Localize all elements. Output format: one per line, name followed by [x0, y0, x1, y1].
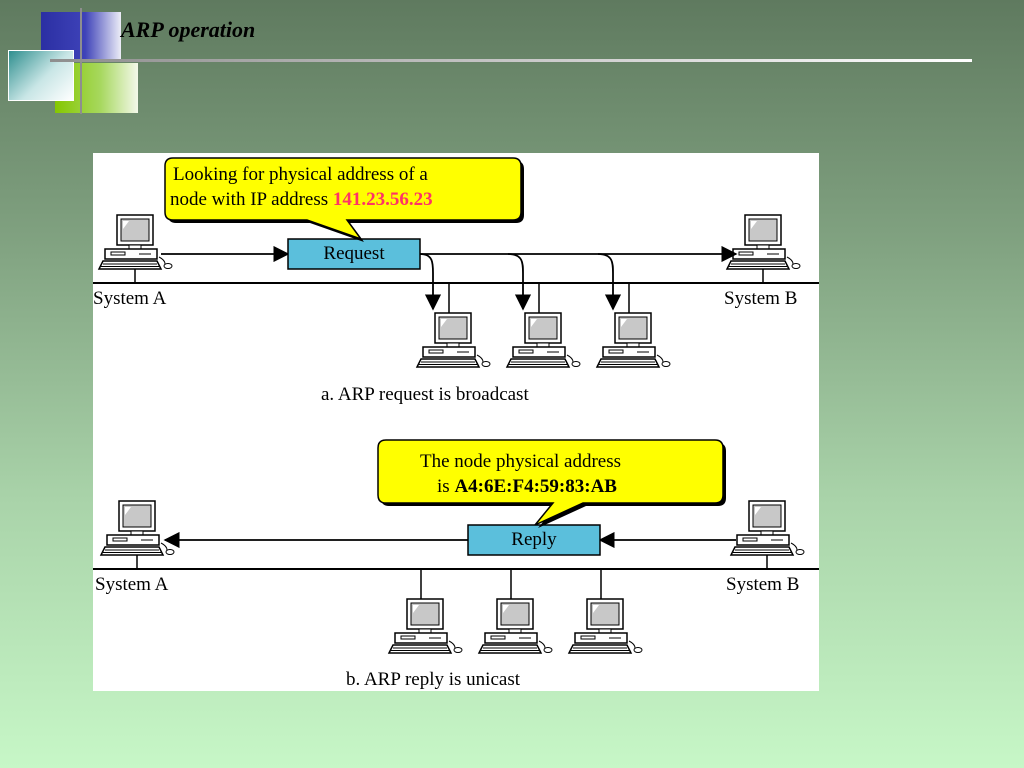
system-b-computer-icon-b — [730, 500, 805, 556]
caption-b: b. ARP reply is unicast — [346, 669, 521, 690]
node-3-computer-icon — [596, 312, 671, 368]
svg-text:node with IP address 141.23.56: node with IP address 141.23.56.23 — [170, 189, 433, 210]
ip-address: 141.23.56.23 — [333, 189, 433, 210]
reply-callout-line2: is — [437, 476, 454, 497]
arp-diagram: System A System B Request Looking for ph… — [93, 153, 819, 691]
system-a-label-b: System A — [95, 574, 169, 595]
slide-title: ARP operation — [121, 17, 256, 42]
node-3-computer-icon-b — [568, 598, 643, 654]
request-callout-line2: node with IP address — [170, 189, 333, 210]
decor-square-teal — [8, 50, 74, 101]
node-2-computer-icon — [506, 312, 581, 368]
request-packet-label: Request — [323, 243, 385, 264]
decor-horizontal-line — [50, 59, 972, 62]
system-a-computer-icon — [98, 214, 173, 270]
part-b-reply: System A System B Reply The node physica… — [93, 439, 819, 690]
mac-address: A4:6E:F4:59:83:AB — [454, 476, 617, 497]
reply-callout: The node physical address is A4:6E:F4:59… — [377, 439, 726, 528]
node-1-computer-icon-b — [388, 598, 463, 654]
reply-packet — [467, 524, 601, 556]
system-a-label: System A — [93, 288, 167, 309]
reply-packet-label: Reply — [511, 529, 557, 550]
system-b-label: System B — [724, 288, 797, 309]
part-a-request: System A System B Request Looking for ph… — [93, 157, 819, 405]
node-2-computer-icon-b — [478, 598, 553, 654]
caption-a: a. ARP request is broadcast — [321, 384, 529, 405]
svg-text:is A4:6E:F4:59:83:AB: is A4:6E:F4:59:83:AB — [437, 476, 617, 497]
request-callout-line1: Looking for physical address of a — [173, 164, 428, 185]
node-1-computer-icon — [416, 312, 491, 368]
request-callout: Looking for physical address of a node w… — [164, 157, 524, 242]
system-a-computer-icon-b — [100, 500, 175, 556]
system-b-label-b: System B — [726, 574, 799, 595]
system-b-computer-icon — [726, 214, 801, 270]
request-packet — [287, 238, 421, 270]
reply-callout-line1: The node physical address — [420, 451, 621, 472]
